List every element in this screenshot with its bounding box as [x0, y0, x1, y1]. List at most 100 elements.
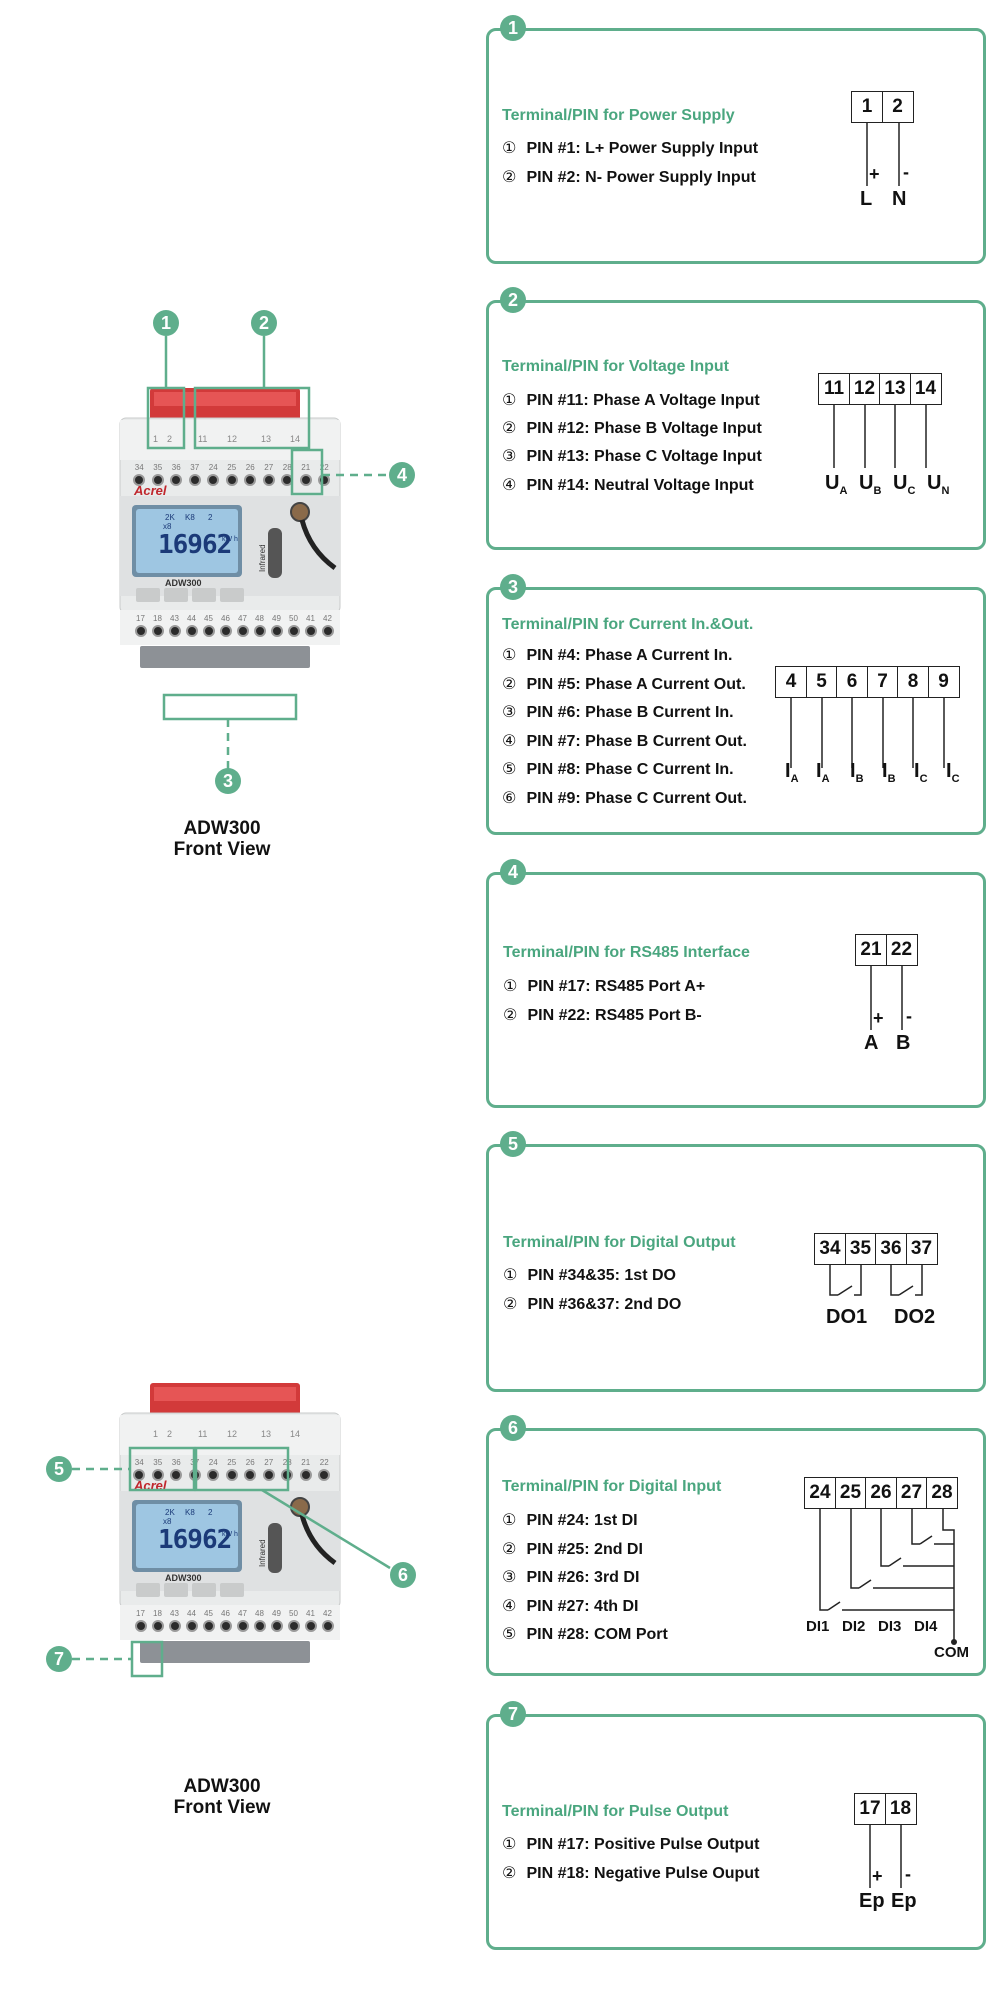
pin-line: ⑤ PIN #28: COM Port	[502, 1626, 668, 1643]
device-terminal-number: 43	[170, 1609, 179, 1618]
screw-terminal-icon	[207, 1469, 220, 1481]
pin-line: ② PIN #22: RS485 Port B-	[503, 1007, 702, 1024]
terminal-diagram-rs485: 21 22	[855, 934, 918, 966]
device-terminal-number: 37	[190, 1458, 200, 1467]
screw-terminal-icon	[202, 1620, 215, 1632]
screw-terminal-icon	[287, 625, 300, 637]
screw-terminal-icon	[170, 1469, 183, 1481]
terminal: 5	[805, 666, 838, 698]
device-terminal-number: 18	[153, 1609, 162, 1618]
terminal: 21	[855, 934, 887, 966]
section-title: Terminal/PIN for Voltage Input	[502, 358, 729, 375]
device-view-1-caption: ADW300 Front View	[112, 818, 332, 860]
pin-line: ② PIN #18: Negative Pulse Ouput	[502, 1865, 760, 1882]
section-title: Terminal/PIN for Digital Input	[502, 1478, 722, 1495]
terminal-label: Ep	[891, 1890, 917, 1912]
terminal: 4	[775, 666, 807, 698]
device-view-1: Acrel 16962 kW h 2K K8 2 x8 ADW300 Infra…	[110, 300, 350, 720]
lcd-mark: x8	[163, 522, 172, 531]
polarity-sign: -	[905, 1864, 911, 1884]
device-terminal-number: 41	[306, 1609, 315, 1618]
screw-terminal-icon	[270, 1620, 283, 1632]
pin-line: ⑤ PIN #8: Phase C Current In.	[502, 761, 734, 778]
screw-terminal-icon	[281, 1469, 294, 1481]
pin-line: ④ PIN #7: Phase B Current Out.	[502, 733, 747, 750]
device-terminal-number: 45	[204, 614, 213, 623]
terminal: 6	[836, 666, 868, 698]
terminal-label: DI2	[842, 1618, 866, 1635]
pin-line: ④ PIN #27: 4th DI	[502, 1598, 639, 1615]
terminal-diagram-digital-output: 34 35 36 37	[814, 1233, 938, 1265]
callout-1-bubble: 1	[153, 310, 179, 336]
top-terminal-label: 11	[198, 434, 208, 444]
terminal-label: A	[864, 1032, 879, 1054]
device-terminal-number: 48	[255, 1609, 264, 1618]
terminal-diagram-pulse-output: 17 18	[854, 1793, 917, 1825]
section-2-number: 2	[500, 287, 526, 313]
callout-5-bubble: 5	[46, 1456, 72, 1482]
pin-line: ① PIN #24: 1st DI	[502, 1512, 638, 1529]
section-voltage-input	[486, 300, 986, 550]
device-terminal-number: 22	[319, 1458, 329, 1467]
pin-line: ④ PIN #14: Neutral Voltage Input	[502, 477, 754, 494]
pin-line: ① PIN #1: L+ Power Supply Input	[502, 140, 759, 157]
device-terminal-number: 46	[221, 614, 230, 623]
section-title: Terminal/PIN for Power Supply	[502, 107, 735, 124]
device-view-2: Acrel 16962 kW h 2K K8 2 x8 ADW300 Infra…	[110, 1295, 350, 1715]
device-terminal-number: 47	[238, 614, 247, 623]
device-terminal-number: 34	[134, 463, 144, 472]
screw-terminal-icon	[270, 625, 283, 637]
section-title: Terminal/PIN for Pulse Output	[502, 1803, 729, 1820]
screw-terminal-icon	[244, 1469, 257, 1481]
device-terminal-number: 24	[208, 1458, 218, 1467]
terminal: 36	[875, 1233, 907, 1265]
device-terminal-number: 41	[306, 614, 315, 623]
device-illustration-1	[119, 388, 341, 668]
lcd-mark: K8	[185, 1508, 195, 1517]
pin-line: ② PIN #12: Phase B Voltage Input	[502, 420, 762, 437]
device-terminal-number: 24	[208, 463, 218, 472]
section-title: Terminal/PIN for Digital Output	[503, 1234, 736, 1251]
screw-terminal-icon	[219, 625, 232, 637]
lcd-mark: x8	[163, 1517, 172, 1526]
terminal: 18	[884, 1793, 917, 1825]
pin-line: ② PIN #36&37: 2nd DO	[503, 1296, 682, 1313]
pin-line: ② PIN #5: Phase A Current Out.	[502, 676, 746, 693]
device-terminal-number: 46	[221, 1609, 230, 1618]
lcd-mark: 2K	[165, 513, 175, 522]
callout-3-bubble: 3	[215, 768, 241, 794]
infrared-label: Infrared	[258, 544, 267, 572]
terminal: 35	[844, 1233, 877, 1265]
terminal: 7	[866, 666, 899, 698]
terminal: 27	[895, 1477, 928, 1509]
device-terminal-number: 37	[190, 463, 200, 472]
pin-line: ③ PIN #13: Phase C Voltage Input	[502, 448, 762, 465]
terminal: 1	[851, 91, 883, 123]
section-7-number: 7	[500, 1701, 526, 1727]
terminal-diagram-voltage: 11 12 13 14	[818, 373, 942, 405]
screw-terminal-icon	[151, 625, 164, 637]
screw-terminal-icon	[262, 1469, 275, 1481]
top-terminal-label: 1	[153, 1429, 159, 1439]
terminal: 24	[804, 1477, 836, 1509]
terminal: 12	[848, 373, 881, 405]
lcd-reading: 16962	[158, 1525, 232, 1555]
device-terminal-number: 34	[134, 1458, 144, 1467]
polarity-sign: -	[906, 1006, 912, 1026]
device-view-2-caption: ADW300 Front View	[112, 1776, 332, 1818]
terminal-label: IB	[882, 760, 896, 785]
terminal-label: UA	[825, 472, 848, 497]
top-terminal-label: 2	[167, 434, 173, 444]
screw-terminal-icon	[287, 1620, 300, 1632]
screw-terminal-icon	[318, 474, 331, 486]
screw-terminal-icon	[225, 474, 238, 486]
polarity-sign: +	[872, 1866, 883, 1886]
device-terminal-number: 28	[282, 463, 292, 472]
screw-terminal-icon	[207, 474, 220, 486]
device-brand: Acrel	[134, 483, 167, 498]
screw-terminal-icon	[299, 1469, 312, 1481]
pin-line: ③ PIN #26: 3rd DI	[502, 1569, 640, 1586]
lcd-mark: 2	[208, 513, 213, 522]
screw-terminal-icon	[133, 474, 146, 486]
screw-terminal-icon	[151, 474, 164, 486]
